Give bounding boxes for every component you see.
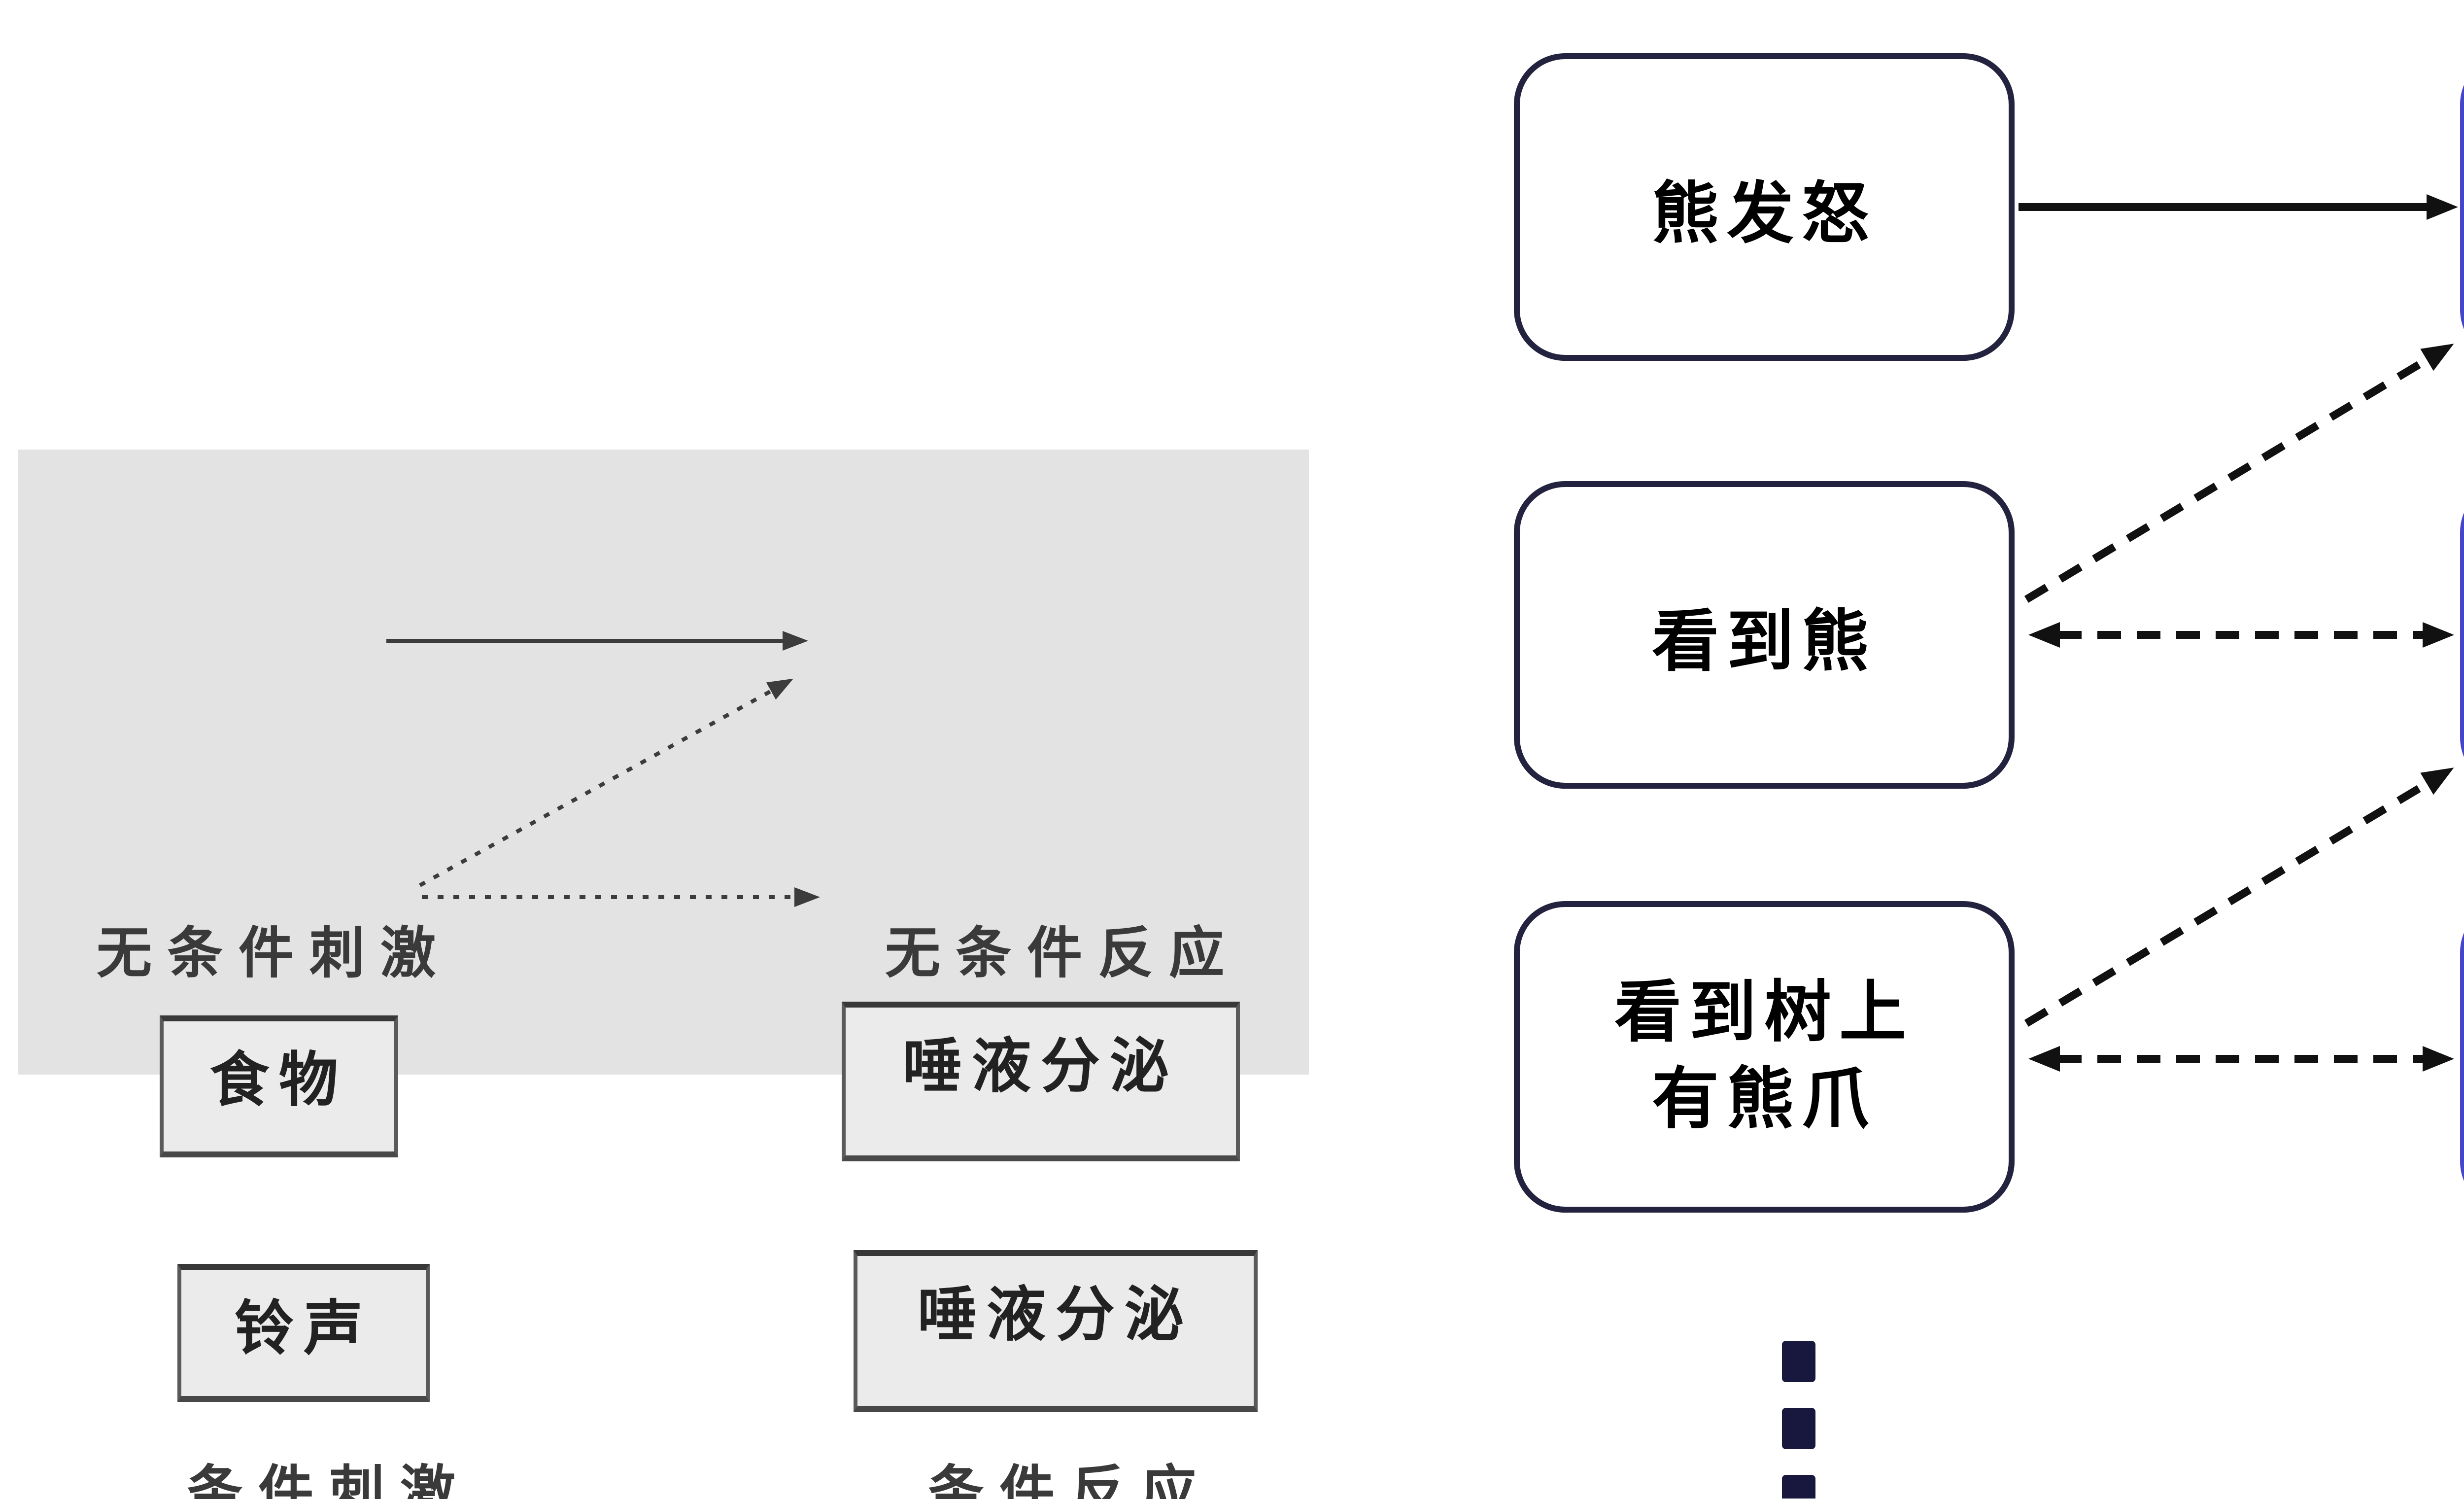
next-state-value-box: V(s′) (2460, 481, 2464, 789)
food-box: 食物 (160, 1015, 398, 1157)
unconditioned-response-label: 无条件反应 (885, 923, 1240, 984)
bear-angry-box: 熊发怒 (1514, 53, 2015, 361)
see-bear-to-reward-dashed-arrow (2024, 344, 2454, 603)
salivation-bottom-box: 唾液分泌 (854, 1250, 1258, 1412)
salivation-top-box: 唾液分泌 (842, 1002, 1240, 1161)
see-claws-to-next-value-dashed-arrow (2024, 767, 2454, 1027)
see-claws-box: 看到树上 有熊爪 (1514, 901, 2015, 1213)
conditioned-stimulus-label: 条件刺激 (187, 1461, 472, 1499)
state-value-box: V(s) (2460, 901, 2464, 1213)
see-bear-box: 看到熊 (1514, 481, 2015, 789)
conditioned-response-label: 条件反应 (928, 1461, 1213, 1499)
ellipsis-dots-left (1782, 1341, 1815, 1499)
conditioning-panel: 无条件刺激 无条件反应 食物 唾液分泌 铃声 唾液分泌 条件刺激 条件反应 (18, 450, 1309, 1499)
unconditioned-stimulus-label: 无条件刺激 (97, 923, 452, 984)
reward-box: 奖励 (2460, 53, 2464, 361)
bell-box: 铃声 (177, 1264, 430, 1402)
